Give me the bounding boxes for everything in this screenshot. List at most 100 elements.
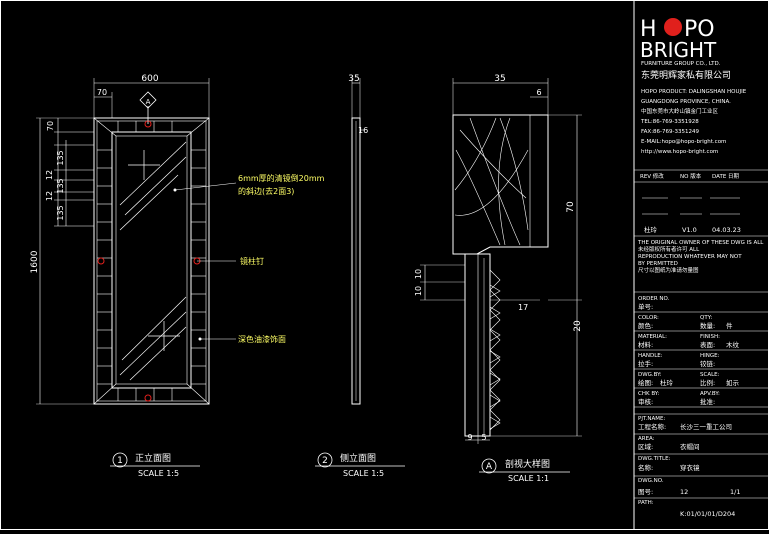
svg-text:HINGE:: HINGE: (700, 353, 720, 359)
svg-text:1: 1 (117, 456, 123, 466)
logo-dot (664, 18, 682, 36)
svg-text:名称:: 名称: (638, 463, 653, 472)
front-top-dim: 70 (46, 121, 55, 131)
front-d5-dim: 135 (56, 205, 65, 220)
svg-text:颜色:: 颜色: (638, 321, 653, 330)
detail-mid-dim: 17 (518, 303, 528, 312)
logo-bright: BRIGHT (640, 38, 717, 62)
svg-text:AREA:: AREA: (638, 436, 655, 442)
detail-b2-dim: 5 (481, 433, 486, 442)
section-detail: 35 6 70 20 10 10 17 9 5 (414, 74, 583, 444)
logo-po: PO (684, 17, 715, 42)
logo-h: H (640, 17, 657, 42)
mirror-annotation: 6mm厚的清镜倒20mm (238, 173, 325, 183)
title-block: H PO BRIGHT FURNITURE GROUP CO., LTD. 东莞… (634, 17, 769, 518)
detail-top-dim: 35 (494, 74, 505, 84)
notice-line: 未经版权所有者许可 ALL (638, 245, 700, 253)
front-inner-frame (111, 131, 192, 389)
front-d1-dim: 135 (56, 150, 65, 165)
svg-text:SCALE:: SCALE: (700, 372, 720, 378)
svg-text:DWG.NO.: DWG.NO. (638, 478, 664, 484)
field-value-2: 如示 (726, 378, 740, 387)
notice-line: 尺寸以图纸为准请勿量图 (638, 266, 699, 274)
front-frame-edge (96, 120, 207, 402)
drawing-title: 穿衣镜 (680, 463, 700, 472)
section-mark-label: A (146, 98, 151, 106)
detail-top-block (452, 114, 549, 255)
company-info-line: 中国东莞市大岭山镇金门工业区 (641, 107, 719, 115)
notice-line: REPRODUCTION WHATEVER MAY NOT (638, 254, 742, 260)
project-name: 长沙三一重工公司 (680, 422, 732, 431)
side-elevation: 35 16 (348, 74, 368, 405)
svg-text:SCALE 1:1: SCALE 1:1 (508, 474, 549, 483)
svg-text:数量:: 数量: (700, 321, 715, 330)
svg-text:FINISH:: FINISH: (700, 334, 720, 340)
svg-text:侧立面图: 侧立面图 (340, 452, 376, 464)
svg-text:DWG.BY:: DWG.BY: (638, 372, 662, 378)
svg-text:表面:: 表面: (700, 340, 715, 349)
detail-l2-dim: 10 (414, 286, 423, 296)
svg-text:QTY:: QTY: (700, 315, 712, 321)
svg-text:DWG.TITLE:: DWG.TITLE: (638, 456, 671, 462)
detail-l1-dim: 10 (414, 269, 423, 279)
section-marker (139, 91, 157, 109)
svg-text:PJT.NAME:: PJT.NAME: (638, 416, 665, 422)
front-side-dim: 70 (97, 88, 107, 97)
svg-text:铰链:: 铰链: (700, 359, 715, 368)
svg-text:材料:: 材料: (638, 340, 653, 349)
detail-bottom-profile (464, 253, 491, 437)
rev-designer: 杜玲 (644, 225, 658, 234)
company-info-line: HOPO PRODUCT: DALINGSHAN HOUJIE (641, 89, 747, 95)
svg-text:A: A (486, 462, 493, 472)
rev-version: V1.0 (682, 226, 697, 234)
company-info-line: E-MAIL:hopo@hopo-bright.com (641, 139, 726, 145)
company-info-line: FAX:86-769-3351249 (641, 129, 700, 135)
front-d2-dim: 12 (45, 170, 54, 180)
area-value: 衣帽间 (680, 442, 700, 451)
front-outer-frame (93, 117, 210, 405)
rev-date: 04.03.23 (712, 226, 741, 234)
company-info-line: http://www.hopo-bright.com (641, 149, 718, 155)
svg-text:APV.BY:: APV.BY: (700, 391, 720, 397)
frame-annotation: 深色油漆饰面 (238, 334, 286, 344)
svg-text:图号:: 图号: (638, 488, 653, 496)
svg-text:审核:: 审核: (638, 397, 653, 406)
side-profile (351, 117, 361, 405)
svg-text:COLOR:: COLOR: (638, 315, 659, 321)
svg-text:拉手:: 拉手: (638, 359, 653, 368)
mirror-glass (115, 135, 188, 385)
svg-text:REV 修改: REV 修改 (640, 172, 664, 180)
detail-b1-dim: 9 (467, 433, 472, 442)
field-value-2: 木纹 (726, 340, 740, 349)
svg-text:比例:: 比例: (700, 378, 715, 387)
drawing-number: 12 (680, 488, 688, 496)
svg-text:工程名称:: 工程名称: (638, 422, 666, 431)
front-d3-dim: 135 (56, 178, 65, 193)
svg-text:2: 2 (322, 456, 328, 466)
svg-text:单号:: 单号: (638, 302, 653, 311)
svg-text:HANDLE:: HANDLE: (638, 353, 663, 359)
svg-text:SCALE 1:5: SCALE 1:5 (343, 469, 384, 478)
front-width-dim: 600 (141, 74, 158, 84)
side-depth-dim: 35 (348, 74, 359, 84)
notice-line: THE ORIGINAL OWNER OF THESE DWG IS ALL (637, 240, 764, 246)
detail-right-dim: 70 (566, 201, 576, 213)
svg-text:批准:: 批准: (700, 397, 715, 406)
svg-text:NO 版本: NO 版本 (680, 172, 702, 180)
file-path: K:01/01/01/D204 (680, 510, 735, 518)
view-title-2: 2 侧立面图 SCALE 1:5 (315, 452, 405, 478)
front-height-dim: 1600 (30, 250, 40, 273)
svg-text:CHK BY:: CHK BY: (638, 391, 659, 397)
svg-text:ORDER NO.: ORDER NO. (638, 296, 670, 302)
field-value-2: 件 (726, 321, 733, 330)
svg-text:绘图:: 绘图: (638, 378, 653, 387)
detail-r2-dim: 20 (573, 320, 583, 332)
rivet-annotation: 镜柱钉 (240, 256, 264, 266)
svg-text:剖视大样图: 剖视大样图 (505, 458, 550, 470)
front-elevation: A 600 70 1600 70 135 12 135 12 135 (30, 74, 325, 405)
sheet-number: 1/1 (730, 488, 740, 496)
logo-group: FURNITURE GROUP CO., LTD. (641, 61, 721, 67)
front-d4-dim: 12 (45, 191, 54, 201)
svg-text:PATH:: PATH: (638, 500, 654, 506)
